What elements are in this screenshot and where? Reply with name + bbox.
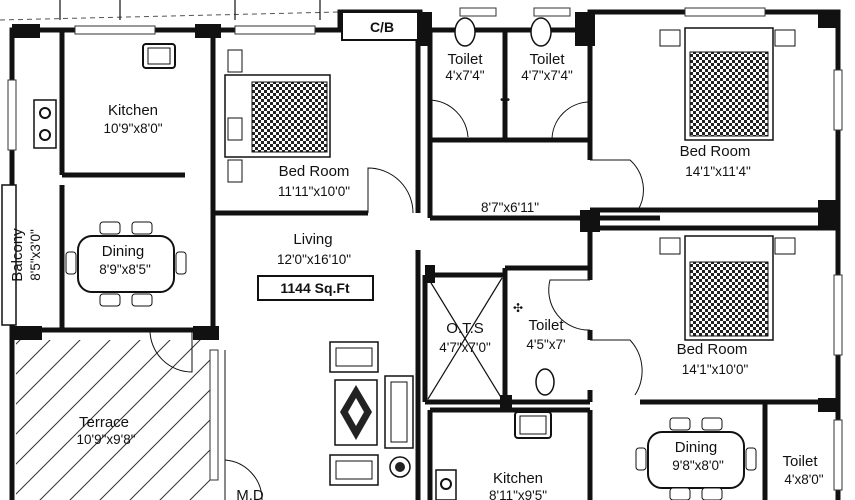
dining2-dims: 9'8"x8'0" (672, 458, 724, 473)
bedroom3-name: Bed Room (677, 341, 748, 358)
kitchen1-dims: 10'9"x8'0" (103, 121, 162, 136)
toilet4-dims: 4'x8'0" (784, 472, 823, 487)
doors (149, 99, 644, 500)
toilet-fixtures: ✣ ✣ (454, 17, 555, 396)
balcony-dims: 8'5"x3'0" (28, 229, 43, 281)
bedroom1-dims: 11'11"x10'0" (278, 184, 350, 199)
ots-name: O.T.S (446, 320, 484, 337)
toilet2-dims: 4'7"x7'4" (521, 68, 573, 83)
svg-text:✣: ✣ (513, 301, 523, 315)
balcony-name: Balcony (9, 228, 26, 282)
area-label: 1144 Sq.Ft (280, 280, 350, 296)
windows (7, 7, 843, 491)
kitchen-fixtures-1 (33, 43, 176, 149)
terrace-hatch (16, 340, 214, 500)
kitchen2-name: Kitchen (493, 470, 543, 487)
bedroom2-dims: 14'1"x11'4" (685, 164, 751, 179)
kitchen-fixtures-2 (435, 411, 552, 500)
columns (12, 12, 840, 412)
balcony-outline (1, 184, 17, 326)
toilet1-name: Toilet (447, 51, 483, 68)
entrance-label: M.D (236, 487, 264, 500)
dining-table-1 (65, 221, 187, 307)
dining1-name: Dining (102, 243, 145, 260)
passage-dims: 8'7"x6'11" (481, 200, 539, 215)
cb-box (341, 11, 419, 41)
ots-dims: 4'7"x7'0" (439, 340, 491, 355)
toilet4-name: Toilet (782, 453, 818, 470)
toilet2-name: Toilet (529, 51, 565, 68)
living-sofa-set (329, 341, 414, 486)
terrace-name: Terrace (79, 414, 129, 431)
toilet3-dims: 4'5"x7' (526, 337, 565, 352)
kitchen2-dims: 8'11"x9'5" (489, 488, 547, 500)
terrace-dims: 10'9"x9'8" (76, 432, 135, 447)
dining1-dims: 8'9"x8'5" (99, 262, 151, 277)
living-dims: 12'0"x16'10" (277, 252, 351, 267)
bedroom1-name: Bed Room (279, 163, 350, 180)
bed-1 (224, 49, 331, 183)
toilet1-dims: 4'x7'4" (445, 68, 484, 83)
bedroom3-dims: 14'1"x10'0" (682, 362, 749, 377)
bed-2 (659, 27, 796, 141)
toilet3-name: Toilet (528, 317, 564, 334)
svg-text:✣: ✣ (500, 93, 510, 107)
living-name: Living (293, 231, 332, 248)
cb-label: C/B (370, 19, 394, 35)
site-boundary-top (0, 0, 341, 21)
dining-table-2 (635, 417, 757, 500)
kitchen1-name: Kitchen (108, 102, 158, 119)
walls (9, 9, 841, 500)
bedroom2-name: Bed Room (680, 143, 751, 160)
dining2-name: Dining (675, 439, 718, 456)
bed-3 (659, 235, 796, 341)
area-box (257, 275, 374, 301)
ots-shaft (427, 277, 503, 400)
